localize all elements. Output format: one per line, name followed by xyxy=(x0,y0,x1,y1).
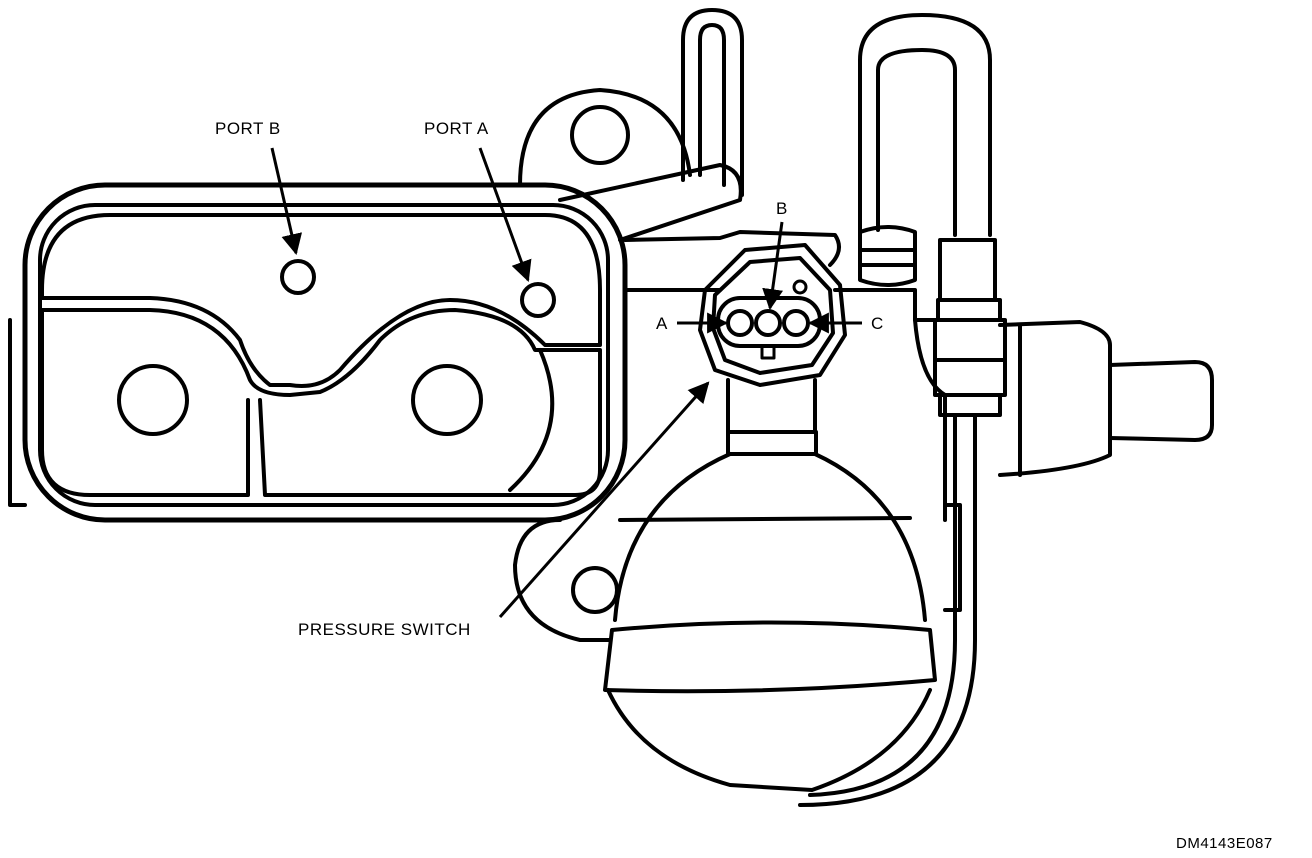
terminal-b-label: B xyxy=(776,199,788,218)
figure-id: DM4143E087 xyxy=(1176,835,1273,852)
port-b-hole xyxy=(280,259,316,295)
top-mounting-flange xyxy=(518,88,692,187)
pressure-switch-leader xyxy=(498,381,710,618)
rear-hose xyxy=(681,8,744,197)
port-a-label: PORT A xyxy=(424,119,489,138)
left-bore xyxy=(117,364,189,436)
lower-mounting-flange xyxy=(513,516,912,642)
right-bore xyxy=(411,364,483,436)
terminal-c-label: C xyxy=(871,314,884,333)
port-a-leader xyxy=(478,147,532,282)
port-b-leader xyxy=(270,147,303,256)
terminal-a-label: A xyxy=(656,314,668,333)
main-body xyxy=(623,230,947,522)
terminal-b-leader xyxy=(762,221,784,311)
pressure-switch-label: PRESSURE SWITCH xyxy=(298,620,471,639)
accumulator-sphere xyxy=(603,452,937,792)
brake-line-fitting xyxy=(798,238,1007,807)
reservoir-housing xyxy=(8,182,628,523)
side-bracket xyxy=(943,503,962,612)
cross-tube xyxy=(558,163,743,242)
pressure-switch xyxy=(698,243,847,456)
front-hose-u xyxy=(858,13,992,287)
cylinder-nose xyxy=(998,320,1214,477)
port-a-hole xyxy=(520,282,556,318)
port-b-label: PORT B xyxy=(215,119,281,138)
